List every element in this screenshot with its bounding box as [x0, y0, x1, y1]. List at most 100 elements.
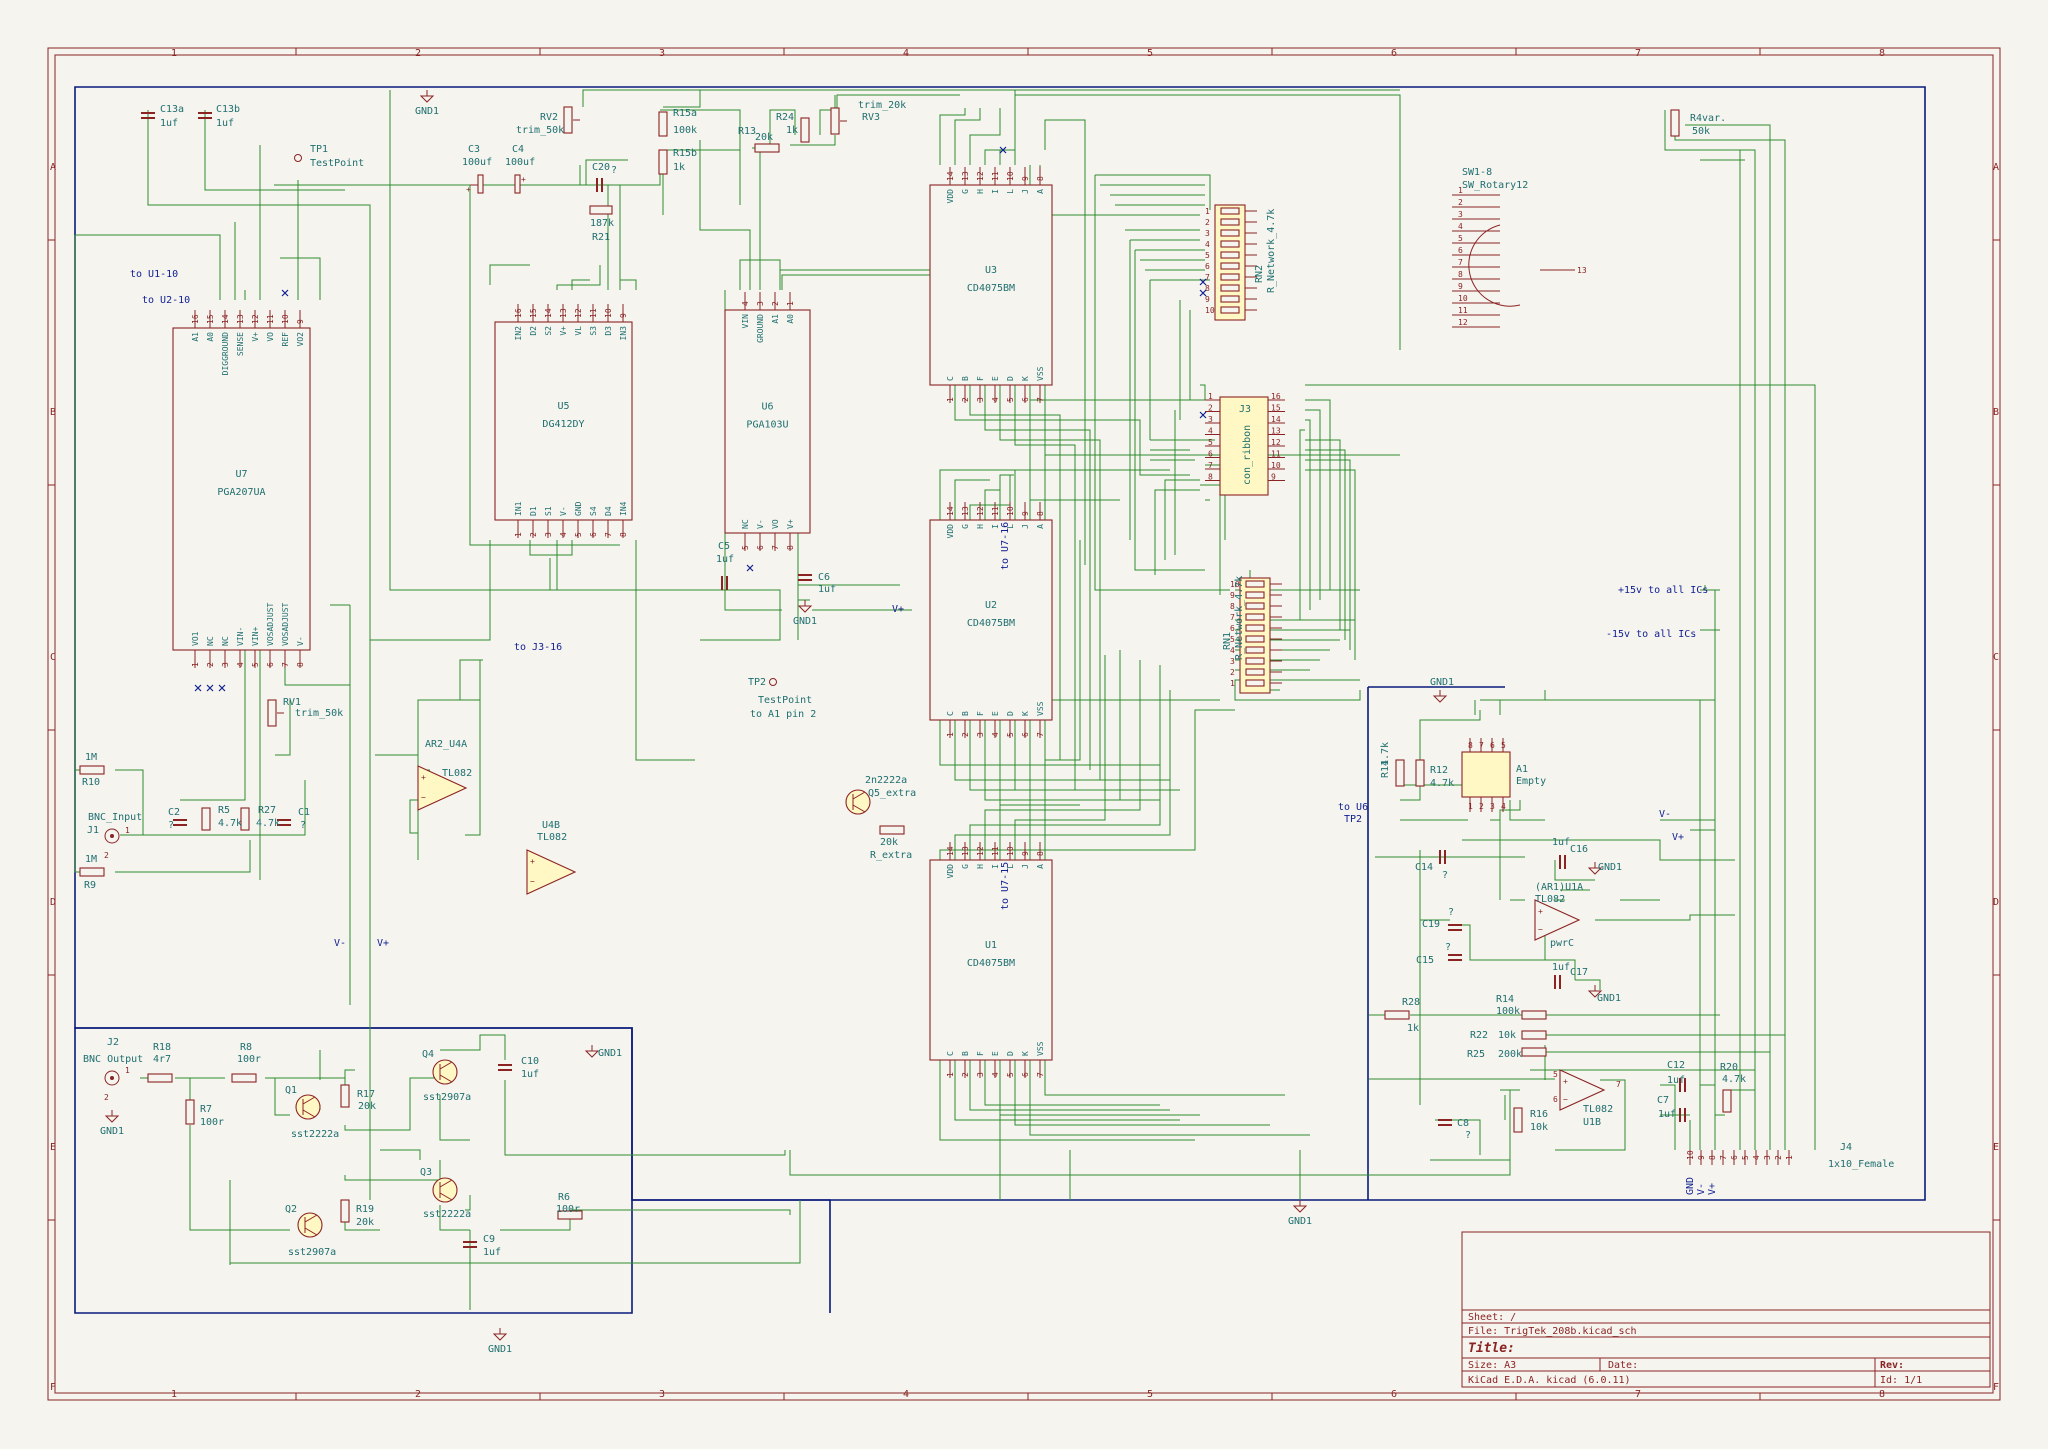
pin-name: D3 — [604, 326, 613, 336]
component-value: 20k — [356, 1217, 374, 1228]
pin-number: 13 — [961, 506, 970, 516]
pin-name: S2 — [544, 326, 553, 336]
ground-symbol — [797, 600, 813, 613]
transistor-lead — [439, 1179, 453, 1188]
component-value: 1uf — [160, 118, 178, 129]
component-ref: C3 — [468, 144, 480, 155]
component-ref: R24 — [776, 112, 794, 123]
pin-name: VSS — [1036, 366, 1045, 381]
ruler-letter-right: A — [1993, 162, 1999, 173]
ruler-number-bottom: 4 — [903, 1389, 909, 1400]
ic-u1: 14VDD13G12H11I10L9J8A1C2B3F4E5D6K7VSSU1C… — [929, 842, 1053, 1078]
pin-number: 3 — [1458, 210, 1463, 219]
rnet-resistor — [1220, 229, 1240, 237]
ic-u5: 16IN215D214S213V+12VL11S310D39IN31IN12D1… — [494, 304, 633, 538]
pin-number: 7 — [1205, 273, 1210, 282]
rnet-value: R_Network_4.7k — [1234, 576, 1245, 660]
pin-number: 1 — [1785, 1155, 1794, 1160]
component-value: TL082 — [1535, 894, 1565, 905]
ic-body — [929, 859, 1053, 1061]
title-block: Sheet: / File: TrigTek_208b.kicad_sch Ti… — [1461, 1231, 1991, 1388]
pin-number: 14 — [946, 171, 955, 181]
pin-name: F — [976, 711, 985, 716]
ic-body — [929, 184, 1053, 386]
pwr-label: pwrC — [1550, 938, 1574, 949]
pin-number: 3 — [976, 1072, 985, 1077]
component-value: 1uf — [1552, 962, 1570, 973]
transistor-body — [297, 1212, 323, 1238]
net-label-tp2: TP2 — [1344, 814, 1362, 825]
component-value: 1uf — [1552, 837, 1570, 848]
opamp-minus: − — [530, 877, 535, 886]
pin-number: 2 — [1205, 218, 1210, 227]
ground-symbol — [104, 1110, 120, 1123]
pin-number: 8 — [1208, 473, 1213, 482]
resistor — [557, 1210, 583, 1220]
pin-number: 3 — [544, 532, 553, 537]
component-value: 100uf — [505, 157, 535, 168]
resistor — [185, 1099, 195, 1125]
component-value: 4.7k — [1722, 1074, 1746, 1085]
ground-symbol — [584, 1045, 600, 1058]
pin-number: 3 — [976, 397, 985, 402]
component-value: 100r — [200, 1117, 224, 1128]
pin-number: 14 — [946, 846, 955, 856]
pin-name: VO — [771, 519, 780, 529]
component-ref: U4B — [542, 820, 560, 831]
pin-number: 7 — [604, 532, 613, 537]
switch-ref: SW1-8 — [1462, 167, 1492, 178]
pin-name: J — [1021, 864, 1030, 869]
pin-name: E — [991, 1051, 1000, 1056]
resistor — [1521, 1010, 1547, 1020]
pin-number: 7 — [1036, 1072, 1045, 1077]
pin-number: 6 — [1021, 397, 1030, 402]
pin-name: D4 — [604, 506, 613, 516]
pin-name: VL — [574, 326, 583, 336]
ic-ref: U1 — [985, 940, 997, 951]
component-ref: C15 — [1416, 955, 1434, 966]
component-value: 1x10_Female — [1828, 1159, 1894, 1170]
component-ref: C12 — [1667, 1060, 1685, 1071]
pin-number: 11 — [1458, 306, 1468, 315]
pin-number: 6 — [1553, 1095, 1558, 1104]
component-value: TL082 — [1583, 1104, 1613, 1115]
potentiometer — [830, 107, 840, 135]
pin-number: 2 — [1208, 404, 1213, 413]
rnet-resistor — [1220, 284, 1240, 292]
component-value: sst2222a — [291, 1129, 339, 1140]
pin-number: 3 — [1763, 1155, 1772, 1160]
ic-u3: 14VDD13G12H11I10L9J8A1C2B3F4E5D6K7VSSU3C… — [929, 167, 1053, 403]
j4-pin-label: V+ — [1707, 1183, 1718, 1195]
pin-number: 7 — [1479, 741, 1484, 750]
pin-name: B — [961, 376, 970, 381]
component-value: 100k — [673, 125, 697, 136]
component-value: 50k — [1692, 126, 1710, 137]
pin-name: E — [991, 376, 1000, 381]
pin-name: I — [991, 864, 1000, 869]
pin-number: 8 — [1036, 851, 1045, 856]
sheet-name: Sheet: / — [1468, 1312, 1516, 1323]
net-label-to-u6: to U6 — [1338, 802, 1368, 813]
pin-number: 14 — [221, 314, 230, 324]
pin-number: 4 — [991, 1072, 1000, 1077]
net-label-u1-10: to U1-10 — [130, 269, 178, 280]
resistor — [147, 1073, 173, 1083]
opamp-plus: + — [530, 857, 535, 866]
component-ref: U1B — [1583, 1117, 1601, 1128]
rnet-resistor — [1245, 679, 1265, 687]
pin-number: 4 — [1205, 240, 1210, 249]
component-ref: C10 — [521, 1056, 539, 1067]
pin-name: C — [946, 376, 955, 381]
component-ref: R20 — [1720, 1062, 1738, 1073]
component-value: ? — [1442, 870, 1448, 881]
ground-label: GND1 — [100, 1126, 124, 1137]
component-value: ? — [1445, 942, 1451, 953]
component-ref: R6 — [558, 1192, 570, 1203]
pin-number: 3 — [1208, 415, 1213, 424]
component-ref: J2 — [107, 1037, 119, 1048]
pin-number: 10 — [281, 314, 290, 324]
pin-number: 1 — [1205, 207, 1210, 216]
pin-number: 8 — [1036, 511, 1045, 516]
component-ref: R25 — [1467, 1049, 1485, 1060]
resistor — [1395, 759, 1405, 787]
